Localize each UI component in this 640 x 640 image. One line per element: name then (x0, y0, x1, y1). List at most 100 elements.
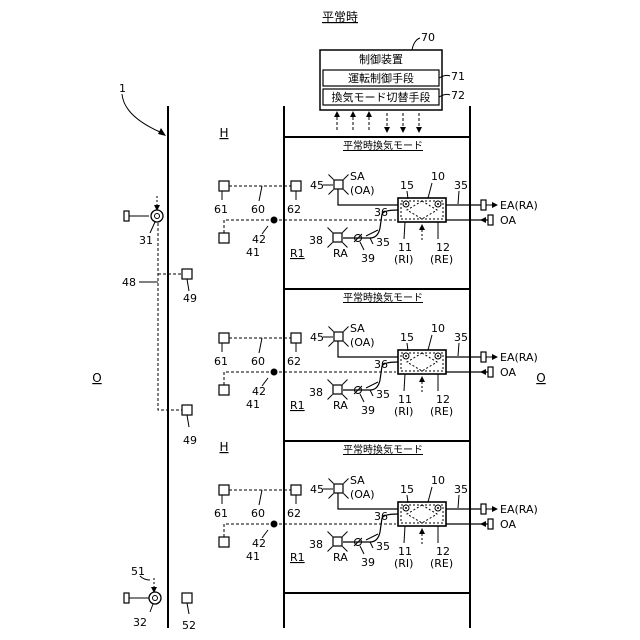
ref-35-1: 35 (376, 236, 390, 249)
ref-62-1: 62 (287, 203, 301, 216)
sa-oa-label-3: (OA) (350, 488, 375, 501)
oa-label-2: OA (500, 366, 516, 379)
ref-39-2: 39 (361, 404, 375, 417)
control-signal-arrowheads (334, 111, 422, 133)
fan-32-icon (149, 592, 161, 604)
ref-10-1: 10 (431, 170, 445, 183)
outside-label-right: O (536, 371, 545, 385)
ea-outlet-1 (481, 200, 486, 210)
sa-label-2: SA (350, 322, 365, 335)
ref-42-1: 42 (252, 233, 266, 246)
operation-control-unit-label: 運転制御手段 (348, 71, 414, 85)
ref-60-3: 60 (251, 507, 265, 520)
ref-39-1: 39 (361, 252, 375, 265)
ri-label-3: (RI) (394, 557, 413, 570)
sensor-41-2 (219, 385, 229, 395)
ref-10-2: 10 (431, 322, 445, 335)
house-label-2: H (219, 440, 228, 454)
sensor-62-1 (291, 181, 301, 191)
ri-label-1: (RI) (394, 253, 413, 266)
duct-ref-48: 48 (122, 276, 136, 289)
ref-38-2: 38 (309, 386, 323, 399)
return-grille-1 (333, 233, 342, 242)
re-label-3: (RE) (430, 557, 453, 570)
sensor-61-1 (219, 181, 229, 191)
ra-label-2: RA (333, 399, 348, 412)
fan-31: 31 (124, 196, 163, 247)
floor-mode-label-3: 平常時換気モード (343, 443, 423, 456)
control-signal-arrows (337, 113, 419, 130)
ea-label-3: EA(RA) (500, 503, 538, 516)
figure-title: 平常時 (322, 10, 358, 24)
ref-35b-2: 35 (454, 331, 468, 344)
floor-unit-3: 平常時換気モード616062424145SA(OA)38RA3936351510… (214, 443, 538, 570)
mode-switching-unit-label: 換気モード切替手段 (332, 90, 431, 104)
operation-control-unit-ref: 71 (451, 70, 465, 83)
outside-label-left: O (92, 371, 101, 385)
ri-label-2: (RI) (394, 405, 413, 418)
fan-31-ref: 31 (139, 234, 153, 247)
ref-41-2: 41 (246, 398, 260, 411)
sensor-61-2 (219, 333, 229, 343)
control-device-label: 制御装置 (359, 52, 403, 66)
ref-61-3: 61 (214, 507, 228, 520)
room-label-2: R1 (290, 399, 305, 412)
sensor-61-3 (219, 485, 229, 495)
control-device: 制御装置 運転制御手段 換気モード切替手段 70 71 72 (320, 31, 465, 110)
room-label-3: R1 (290, 551, 305, 564)
room-label-1: R1 (290, 247, 305, 260)
fan-32-ref: 32 (133, 616, 147, 629)
ref-15-3: 15 (400, 483, 414, 496)
sensor-41-1 (219, 233, 229, 243)
ref-45-1: 45 (310, 179, 324, 192)
ref-45-2: 45 (310, 331, 324, 344)
sensor-49-upper (182, 269, 192, 279)
ea-outlet-3 (481, 504, 486, 514)
sa-label-3: SA (350, 474, 365, 487)
ref-36-1: 36 (374, 206, 388, 219)
return-grille-3 (333, 537, 342, 546)
ref-36-3: 36 (374, 510, 388, 523)
oa-inlet-2 (488, 367, 493, 377)
arrow-51-ref: 51 (131, 565, 145, 578)
ref-35-3: 35 (376, 540, 390, 553)
building-ref: 1 (119, 82, 126, 95)
ref-35b-1: 35 (454, 179, 468, 192)
return-grille-2 (333, 385, 342, 394)
sa-oa-label-2: (OA) (350, 336, 375, 349)
sensor-49-upper-ref: 49 (183, 292, 197, 305)
supply-diffuser-3 (334, 484, 343, 493)
ref-35b-3: 35 (454, 483, 468, 496)
ea-outlet-2 (481, 352, 486, 362)
ea-label-2: EA(RA) (500, 351, 538, 364)
ref-60-1: 60 (251, 203, 265, 216)
mode-switching-unit-ref: 72 (451, 89, 465, 102)
ra-label-1: RA (333, 247, 348, 260)
ref-36-2: 36 (374, 358, 388, 371)
ra-label-3: RA (333, 551, 348, 564)
oa-inlet-3 (488, 519, 493, 529)
floor-units: 平常時換気モード616062424145SA(OA)38RA3936351510… (214, 139, 538, 570)
ref-60-2: 60 (251, 355, 265, 368)
ref-41-1: 41 (246, 246, 260, 259)
floor-mode-label-1: 平常時換気モード (343, 139, 423, 152)
ref-10-3: 10 (431, 474, 445, 487)
sensor-49-lower (182, 405, 192, 415)
ref-61-2: 61 (214, 355, 228, 368)
sensor-52 (182, 593, 192, 603)
sa-oa-label-1: (OA) (350, 184, 375, 197)
sa-label-1: SA (350, 170, 365, 183)
house-label-1: H (219, 126, 228, 140)
ref-42-3: 42 (252, 537, 266, 550)
oa-label-3: OA (500, 518, 516, 531)
ref-15-1: 15 (400, 179, 414, 192)
control-device-ref: 70 (421, 31, 435, 44)
re-label-2: (RE) (430, 405, 453, 418)
ref-62-2: 62 (287, 355, 301, 368)
sensor-41-3 (219, 537, 229, 547)
floor-mode-label-2: 平常時換気モード (343, 291, 423, 304)
oa-inlet-1 (488, 215, 493, 225)
oa-label-1: OA (500, 214, 516, 227)
ref-45-3: 45 (310, 483, 324, 496)
sensor-62-2 (291, 333, 301, 343)
